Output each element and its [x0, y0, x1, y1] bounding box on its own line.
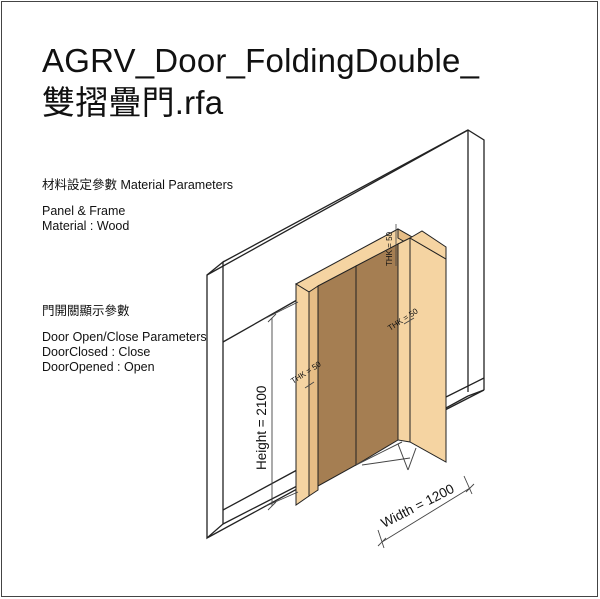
door-line: Door Open/Close Parameters — [42, 330, 207, 344]
height-dimension — [265, 301, 299, 511]
door-line: DoorOpened : Open — [42, 360, 155, 374]
height-label: Height = 2100 — [254, 386, 269, 470]
track-hardware — [355, 441, 417, 471]
door-heading: 門開關顯示參數 — [42, 304, 130, 318]
material-line: Panel & Frame — [42, 204, 126, 218]
family-title: AGRV_Door_FoldingDouble_ 雙摺疊門.rfa — [42, 40, 479, 124]
title-line-1: AGRV_Door_FoldingDouble_ — [42, 42, 480, 79]
width-label: Width = 1200 — [379, 481, 457, 531]
thk-label-top: THK = 50 — [385, 231, 394, 266]
folding-leaves — [317, 230, 447, 487]
material-parameters: 材料設定參數 Material Parameters Panel & Frame… — [42, 178, 233, 234]
door-parameters: 門開關顯示參數 Door Open/Close Parameters DoorC… — [42, 304, 207, 375]
thk-leaders — [304, 317, 415, 389]
door-line: DoorClosed : Close — [42, 345, 151, 359]
material-heading: 材料設定參數 Material Parameters — [42, 178, 234, 192]
title-line-2: 雙摺疊門.rfa — [42, 84, 224, 121]
width-dimension — [377, 475, 475, 549]
material-line: Material : Wood — [42, 219, 130, 233]
